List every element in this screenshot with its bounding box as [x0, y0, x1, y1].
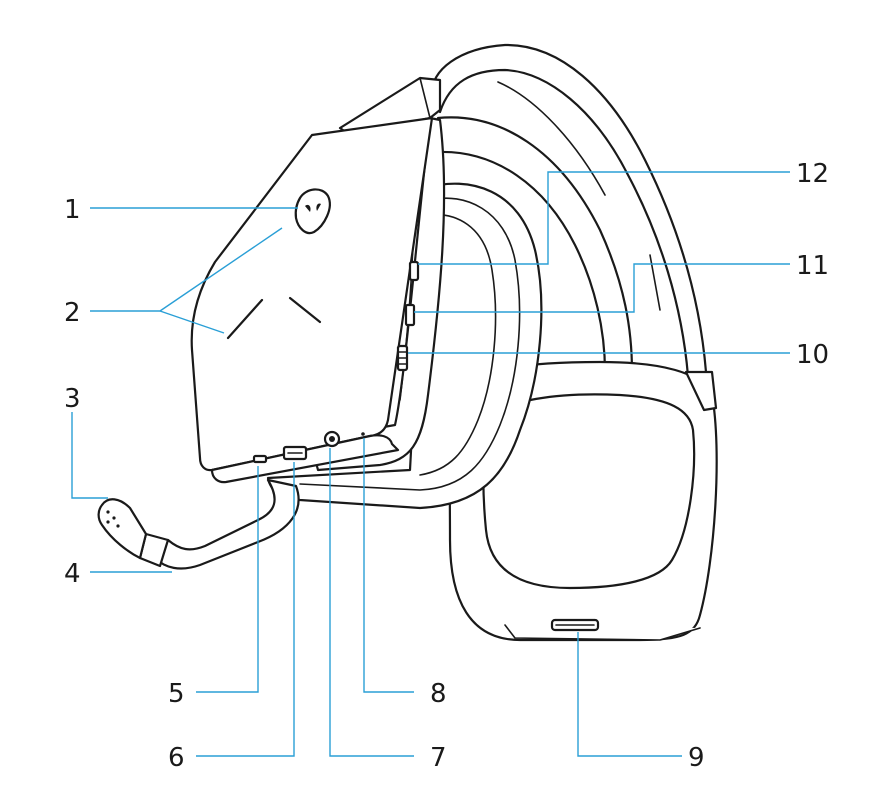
side-button — [404, 303, 416, 327]
leader-6 — [196, 462, 295, 757]
callout-9: 9 — [688, 743, 705, 773]
mic-grille-dot — [106, 520, 110, 524]
slider-edge — [419, 77, 431, 119]
headband-inner-line — [497, 81, 606, 196]
callout-5: 5 — [168, 679, 185, 709]
ear-cushion-ring-2 — [419, 213, 497, 476]
callout-10: 10 — [796, 340, 829, 370]
callout-2: 2 — [64, 298, 81, 328]
status-led — [252, 454, 268, 464]
led-strip-left — [226, 298, 264, 340]
leader-11 — [414, 263, 790, 313]
microphone-hole — [361, 432, 365, 436]
mic-grille-dot — [106, 510, 110, 514]
leader-7 — [329, 448, 414, 757]
leader-3 — [71, 412, 108, 499]
earcup-face — [190, 116, 434, 472]
leader-5 — [196, 466, 259, 693]
headband-seam — [649, 254, 661, 311]
earcup-shell-side — [308, 116, 446, 472]
mic-grille-dot — [116, 524, 120, 528]
callout-1: 1 — [64, 195, 81, 225]
mic-capsule — [97, 498, 148, 560]
callout-6: 6 — [168, 743, 185, 773]
hinge — [684, 370, 718, 412]
leader-2b — [159, 310, 225, 334]
alien-eye-right — [316, 203, 321, 211]
mic-grille-dot — [112, 516, 116, 520]
alien-logo — [294, 188, 331, 235]
alien-eye-left — [305, 204, 311, 212]
callout-4: 4 — [64, 559, 81, 589]
far-earcup-inner — [482, 393, 696, 590]
callout-12: 12 — [796, 159, 829, 189]
led-strip-right — [288, 296, 322, 324]
leader-8 — [363, 438, 414, 693]
callout-3: 3 — [64, 384, 81, 414]
ear-cushion-ring-1 — [299, 197, 521, 491]
leader-12 — [418, 171, 790, 265]
callout-11: 11 — [796, 251, 829, 281]
side-switch — [408, 260, 420, 282]
callout-8: 8 — [430, 679, 447, 709]
callout-7: 7 — [430, 743, 447, 773]
mic-boom — [148, 478, 300, 570]
audio-jack-hole — [329, 436, 335, 442]
leader-9 — [577, 632, 682, 757]
